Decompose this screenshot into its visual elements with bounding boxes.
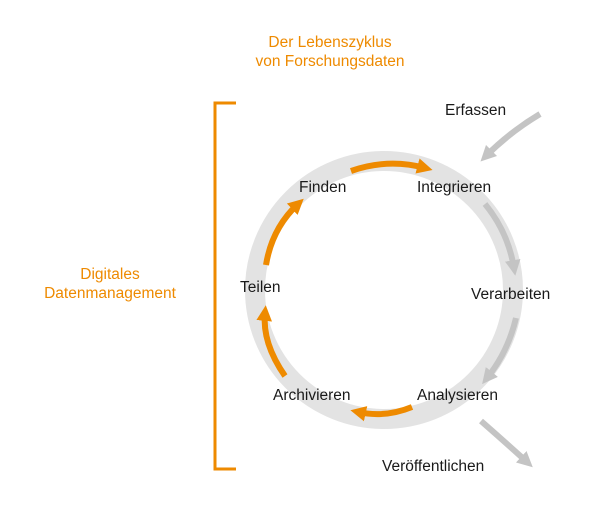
diagram-title: Der Lebenszyklus von Forschungsdaten: [220, 33, 440, 71]
stage-archivieren: Archivieren: [273, 387, 351, 404]
diagram-title-line2: von Forschungsdaten: [255, 53, 405, 70]
stage-veroeffentlichen: Veröffentlichen: [382, 458, 485, 475]
stage-verarbeiten: Verarbeiten: [471, 286, 551, 303]
stage-erfassen: Erfassen: [445, 102, 507, 119]
arrow-verarbeiten-to-analysieren: [482, 317, 519, 385]
digital-management-label: Digitales Datenmanagement: [20, 265, 200, 303]
digital-management-label-line1: Digitales: [80, 266, 140, 283]
digital-management-bracket: [213, 101, 236, 471]
arrow-archivieren-to-teilen: [256, 305, 288, 378]
arrow-analysieren-to-veroeffentlichen: [479, 418, 533, 468]
arrow-finden-to-integrieren: [350, 158, 433, 174]
diagram-title-line1: Der Lebenszyklus: [268, 34, 392, 51]
arrow-erfassen-to-integrieren: [480, 111, 542, 162]
arrow-integrieren-to-verarbeiten: [482, 202, 521, 276]
stage-integrieren: Integrieren: [417, 179, 492, 196]
arrow-analysieren-to-archivieren: [350, 404, 414, 422]
stage-analysieren: Analysieren: [417, 387, 498, 404]
digital-management-label-line2: Datenmanagement: [44, 285, 176, 302]
stage-teilen: Teilen: [240, 279, 281, 296]
arrow-teilen-to-finden: [263, 198, 304, 266]
stage-finden: Finden: [299, 179, 347, 196]
